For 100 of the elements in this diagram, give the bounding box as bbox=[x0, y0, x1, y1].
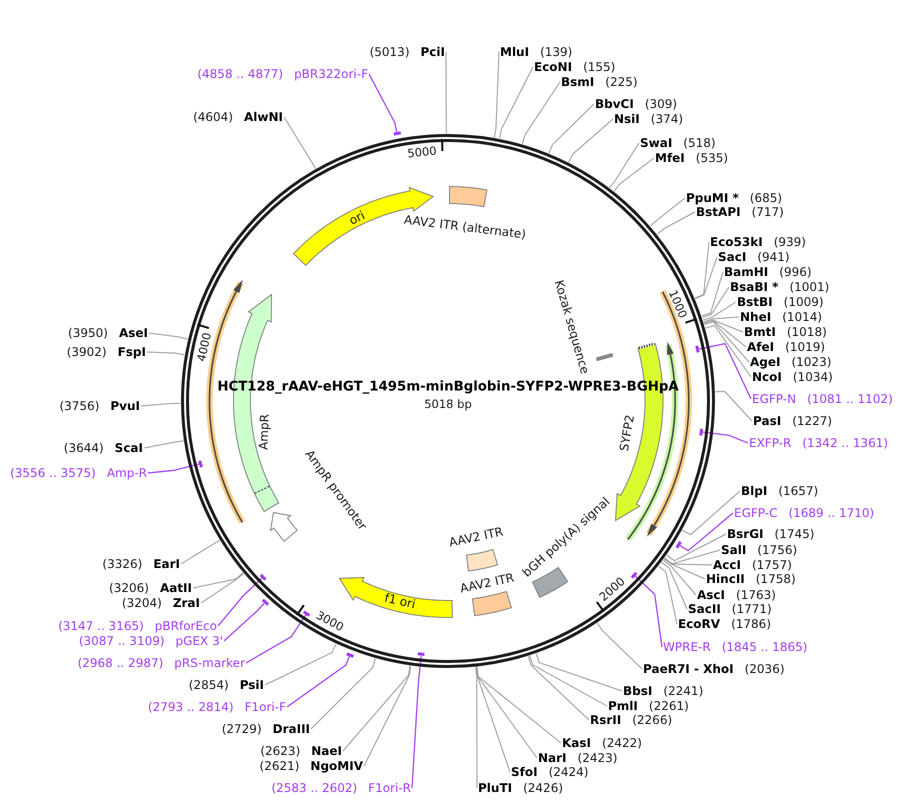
leader-line bbox=[140, 402, 181, 406]
enzyme-name: RsrII bbox=[590, 713, 622, 727]
cut-position: (1014) bbox=[782, 310, 822, 324]
cut-position: (225) bbox=[605, 75, 638, 89]
cut-position: (2854) bbox=[188, 678, 229, 692]
cut-position: (2729) bbox=[222, 722, 262, 736]
enzyme-name: NheI bbox=[740, 310, 772, 324]
enzyme-name: FspI bbox=[118, 345, 146, 359]
leader-line bbox=[146, 352, 186, 356]
feature-label: f1 ori bbox=[383, 590, 417, 612]
leader-line bbox=[703, 320, 744, 332]
cut-position: (155) bbox=[583, 60, 616, 74]
leader-line bbox=[701, 272, 724, 316]
leader-line bbox=[702, 302, 736, 321]
primer-name: F1ori-F bbox=[244, 700, 286, 714]
cut-position: (3326) bbox=[102, 557, 142, 571]
cut-position: (2423) bbox=[578, 751, 618, 765]
leader-line bbox=[144, 440, 184, 448]
leader-line bbox=[148, 463, 200, 474]
enzyme-name: AfeI bbox=[747, 340, 774, 354]
primer-position: (1081 .. 1102) bbox=[807, 392, 893, 406]
primer-position: (2583 .. 2602) bbox=[271, 781, 358, 795]
leader-line bbox=[694, 242, 710, 299]
enzyme-name: PpuMI * bbox=[686, 191, 739, 205]
cut-position: (2623) bbox=[260, 744, 300, 758]
tick-label: 3000 bbox=[314, 609, 346, 634]
primer-site-mark bbox=[630, 570, 638, 580]
enzyme-name: BamHI bbox=[724, 265, 768, 279]
leader-line bbox=[411, 656, 422, 788]
plasmid-size: 5018 bp bbox=[424, 398, 472, 410]
enzyme-name: ScaI bbox=[114, 441, 143, 455]
leader-line bbox=[694, 256, 718, 300]
leader-line bbox=[342, 665, 410, 752]
leader-line bbox=[522, 82, 560, 145]
primer-site-mark bbox=[302, 610, 312, 617]
feature-label: AAV2 ITR bbox=[448, 524, 504, 550]
leader-line bbox=[476, 666, 562, 744]
enzyme-name: ZraI bbox=[172, 596, 200, 610]
feature-label: AAV2 ITR (alternate) bbox=[403, 212, 527, 242]
cut-position: (5013) bbox=[370, 45, 410, 59]
leader-line bbox=[664, 550, 720, 564]
enzyme-name: BstAPI bbox=[696, 205, 741, 219]
leader-line bbox=[568, 118, 614, 163]
primer-name: EXFP-R bbox=[749, 436, 792, 450]
enzyme-name: NcoI bbox=[752, 370, 782, 384]
cut-position: (1757) bbox=[752, 558, 792, 572]
enzyme-name: PciI bbox=[420, 45, 445, 59]
leader-line bbox=[704, 321, 750, 362]
leader-line bbox=[702, 316, 740, 322]
leader-line bbox=[310, 658, 376, 730]
leader-line bbox=[192, 572, 244, 588]
leader-line bbox=[702, 431, 748, 444]
leader-line bbox=[180, 540, 220, 564]
leader-line bbox=[658, 566, 678, 624]
leader-line bbox=[704, 324, 752, 378]
cut-position: (518) bbox=[683, 136, 716, 150]
leader-line bbox=[702, 286, 730, 318]
primer-name: pBRforEco bbox=[154, 619, 217, 633]
primer-name: pRS-marker bbox=[174, 656, 245, 670]
cut-position: (2426) bbox=[523, 781, 564, 795]
primer-name: pGEX 3' bbox=[176, 634, 223, 648]
primer-position: (1845 .. 1865) bbox=[722, 640, 808, 654]
primer-name: EGFP-N bbox=[752, 392, 796, 406]
leader-line bbox=[284, 116, 316, 170]
cut-position: (4604) bbox=[193, 110, 233, 124]
primer-site-mark bbox=[198, 458, 204, 469]
cut-position: (374) bbox=[650, 112, 684, 126]
primer-site-mark bbox=[344, 652, 356, 658]
leader-line bbox=[662, 560, 696, 596]
enzyme-name: BsrGI bbox=[727, 527, 764, 541]
enzyme-name: PvuI bbox=[110, 399, 140, 413]
cut-position: (309) bbox=[644, 97, 678, 111]
primer-site-mark bbox=[259, 572, 268, 581]
cut-position: (1018) bbox=[786, 325, 827, 339]
leader-line bbox=[264, 643, 336, 686]
leader-line bbox=[614, 158, 654, 192]
enzyme-name: KasI bbox=[562, 736, 592, 750]
enzyme-name: BsmI bbox=[561, 75, 594, 89]
cut-position: (139) bbox=[540, 45, 572, 59]
cut-position: (1756) bbox=[757, 543, 798, 557]
enzyme-name: BstBI bbox=[737, 295, 773, 309]
leader-line bbox=[364, 665, 412, 766]
leader-line bbox=[368, 74, 398, 132]
enzyme-name: PasI bbox=[753, 414, 782, 428]
cut-position: (2621) bbox=[260, 759, 300, 773]
primer-name: EGFP-C bbox=[734, 506, 778, 520]
leader-line bbox=[664, 558, 712, 566]
primer-position: (2968 .. 2987) bbox=[78, 656, 164, 670]
enzyme-name: AatII bbox=[160, 581, 192, 595]
primer-position: (4858 .. 4877) bbox=[197, 67, 284, 81]
leader-line bbox=[476, 666, 510, 772]
enzyme-name: MluI bbox=[500, 45, 530, 59]
cut-position: (2424) bbox=[548, 765, 588, 779]
enzyme-name: NarI bbox=[538, 751, 567, 765]
leader-line bbox=[664, 558, 706, 580]
cut-position: (717) bbox=[752, 205, 784, 219]
primer-name: F1ori-R bbox=[368, 781, 411, 795]
cut-position: (941) bbox=[757, 250, 790, 264]
cut-position: (1657) bbox=[778, 484, 818, 498]
enzyme-name: MfeI bbox=[655, 151, 685, 165]
